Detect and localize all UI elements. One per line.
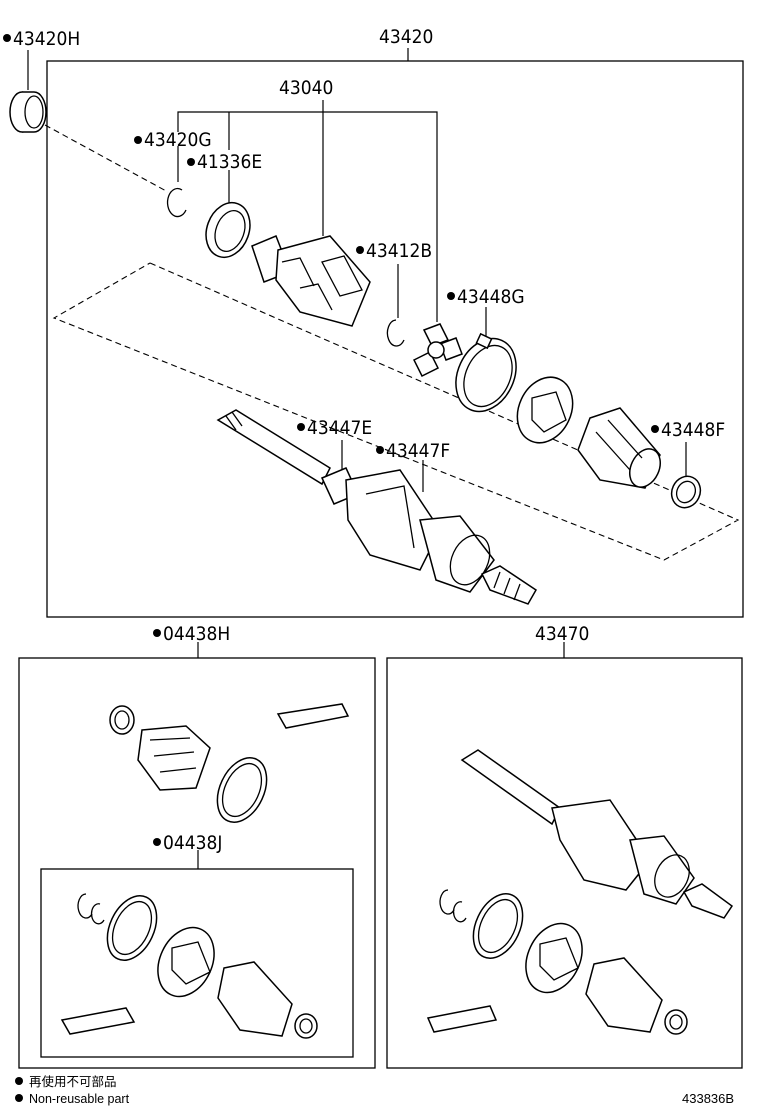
drive-shaft-main [216, 409, 537, 605]
nonreusable-dot [3, 34, 11, 42]
frame-43470 [386, 657, 743, 1069]
legend-line-2: Non-reusable part [29, 1092, 130, 1106]
label-41336E: 41336E [197, 151, 262, 173]
label-43447F: 43447F [386, 440, 450, 462]
label-04438J: 04438J [163, 832, 222, 854]
frame-04438H [18, 657, 376, 1069]
nonreusable-dot [297, 423, 305, 431]
label-43448G: 43448G [457, 286, 525, 308]
drive-shaft-assembly-43470-parts [426, 749, 734, 1035]
leader-lines [27, 48, 687, 869]
part-number-labels: 43420H 43420 43040 43420G 41336E 43412B … [3, 26, 725, 854]
boot-clamp-43448G [455, 332, 517, 413]
frame-43420 [46, 60, 744, 618]
label-43420H: 43420H [13, 28, 80, 50]
label-43447E: 43447E [307, 417, 372, 439]
label-43040: 43040 [279, 77, 333, 99]
dust-deflector-41336E [205, 201, 251, 259]
nonreusable-dot [356, 246, 364, 254]
tripod-joint [412, 323, 463, 378]
nonreusable-dot [447, 292, 455, 300]
frame-04438J [40, 868, 354, 1058]
snap-ring-43420G [166, 187, 187, 218]
oil-seal-43420H [9, 91, 47, 133]
label-43420: 43420 [379, 26, 433, 48]
label-43448F: 43448F [661, 419, 725, 441]
legend-line-1: 再使用不可部品 [29, 1074, 117, 1089]
nonreusable-dot [187, 158, 195, 166]
nonreusable-dot [153, 838, 161, 846]
snap-ring-43412B [386, 319, 405, 347]
boot-kit-04438J-parts [60, 893, 318, 1039]
legend-dot-1 [15, 1077, 23, 1085]
label-04438H: 04438H [163, 623, 230, 645]
nonreusable-dot [153, 629, 161, 637]
nonreusable-dot [134, 136, 142, 144]
label-43470: 43470 [535, 623, 589, 645]
dashed-guides [44, 124, 740, 561]
boot-kit-04438H-parts [109, 703, 350, 823]
boot-inboard [516, 376, 574, 444]
nonreusable-dot [376, 446, 384, 454]
boot-clamp-43448F [670, 475, 702, 509]
legend-dot-2 [15, 1094, 23, 1102]
legend: 再使用不可部品 Non-reusable part [15, 1074, 130, 1106]
boot-outboard [577, 407, 661, 489]
diagram-code: 433836B [682, 1091, 734, 1106]
inboard-joint-43040 [251, 235, 371, 327]
nonreusable-dot [651, 425, 659, 433]
label-43420G: 43420G [144, 129, 212, 151]
label-43412B: 43412B [366, 240, 432, 262]
